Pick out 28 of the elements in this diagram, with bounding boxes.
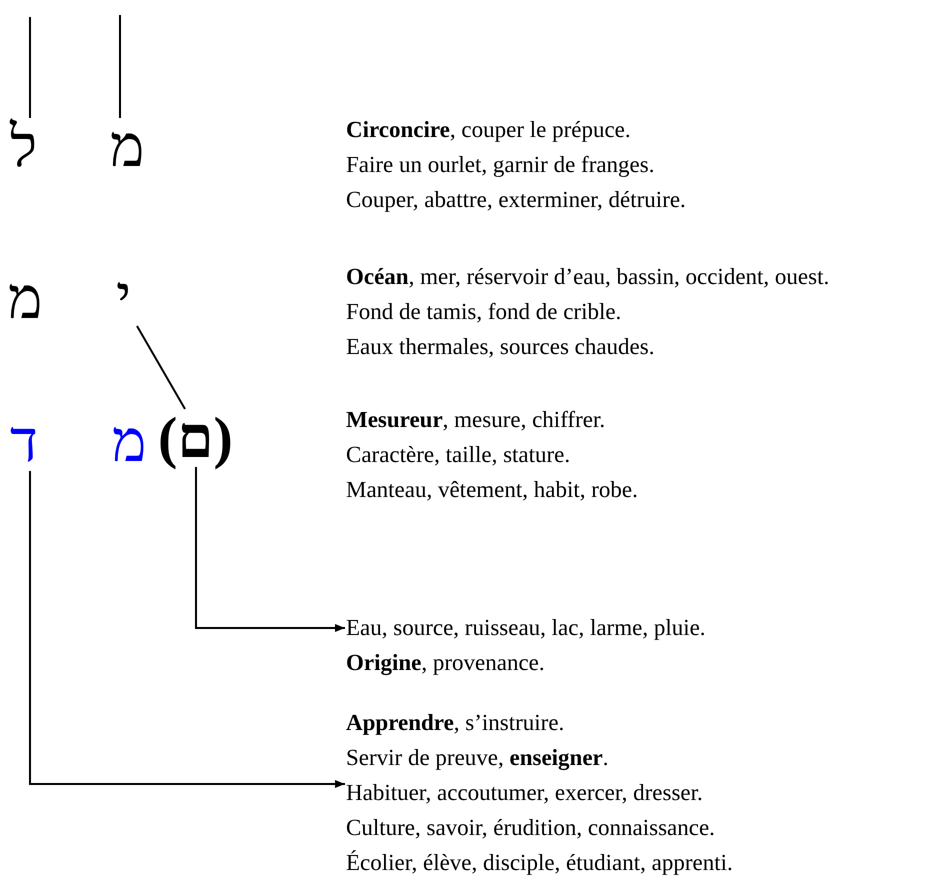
meaning-text: Apprendre, s’instruire.	[346, 709, 566, 737]
connector-line	[29, 17, 31, 118]
meaning-text: Couper, abattre, exterminer, détruire.	[346, 186, 687, 214]
meaning-text: Circoncire, couper le prépuce.	[346, 116, 632, 144]
hebrew-letter: מ	[8, 270, 42, 328]
hebrew-letter: (ם)	[158, 409, 233, 467]
connector-line	[119, 15, 121, 118]
meaning-text: Manteau, vêtement, habit, robe.	[346, 476, 639, 504]
meaning-text: Servir de preuve, enseigner.	[346, 744, 610, 772]
connector-line	[136, 326, 186, 410]
meaning-text: Mesureur, mesure, chiffrer.	[346, 406, 606, 434]
arrow	[29, 471, 345, 788]
arrow	[195, 467, 345, 632]
hebrew-letter: י	[116, 268, 132, 326]
hebrew-letter: מ	[112, 413, 146, 471]
hebrew-letter: ד	[10, 413, 38, 471]
meaning-text: Eau, source, ruisseau, lac, larme, pluie.	[346, 614, 707, 642]
meaning-text: Écolier, élève, disciple, étudiant, apprenti.	[346, 849, 734, 877]
meaning-text: Habituer, accoutumer, exercer, dresser.	[346, 779, 704, 807]
hebrew-letter: ל	[10, 118, 38, 176]
meaning-text: Caractère, taille, stature.	[346, 441, 572, 469]
meaning-text: Fond de tamis, fond de crible.	[346, 298, 622, 326]
meaning-text: Faire un ourlet, garnir de franges.	[346, 151, 656, 179]
meaning-text: Océan, mer, réservoir d’eau, bassin, occident, ouest.	[346, 263, 830, 291]
meaning-text: Eaux thermales, sources chaudes.	[346, 333, 656, 361]
meaning-text: Culture, savoir, érudition, connaissance.	[346, 814, 716, 842]
hebrew-letter: מ	[110, 118, 144, 176]
meaning-text: Origine, provenance.	[346, 649, 546, 678]
